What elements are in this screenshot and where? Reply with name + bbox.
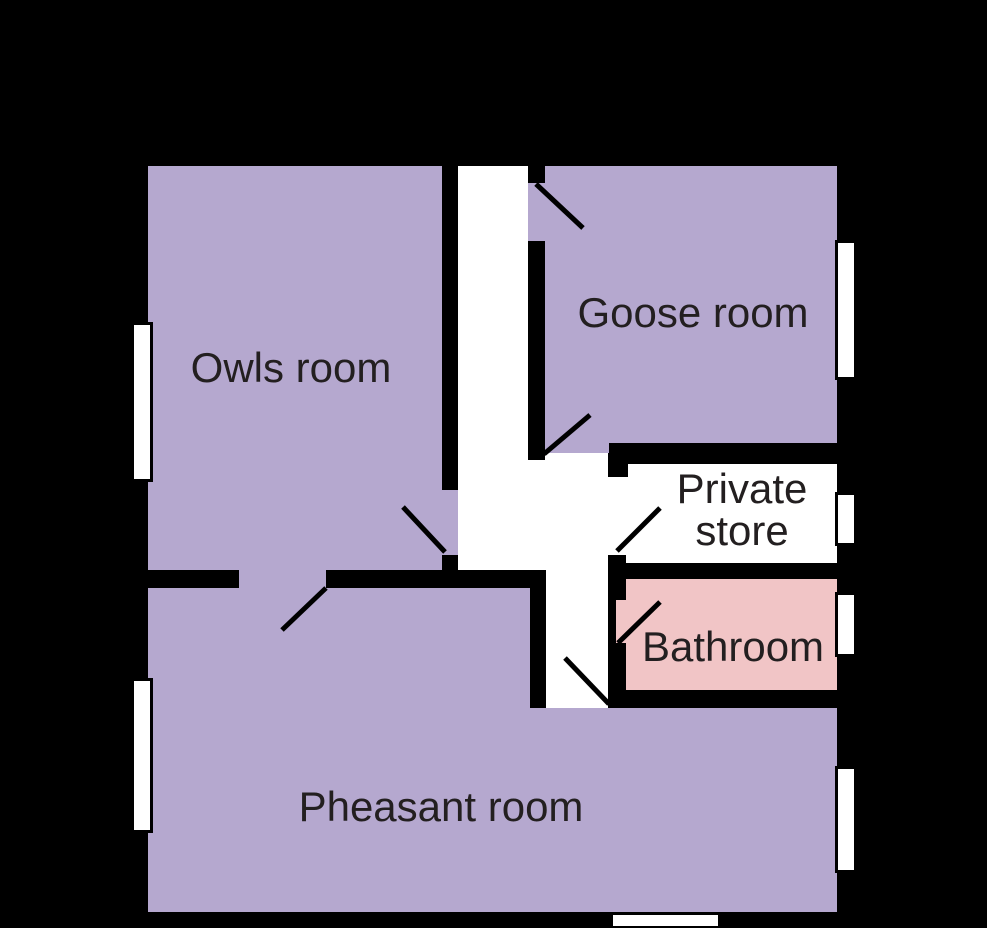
goose-room-label: Goose room xyxy=(577,289,809,336)
goose-room-doorway-patch xyxy=(528,183,545,241)
wall-store-west-stub-top xyxy=(608,464,626,477)
wall-owls-south-east xyxy=(326,570,546,588)
wall-goose-south xyxy=(609,443,837,462)
wall-goose-west-stub xyxy=(528,166,545,183)
pheasant-room-label: Pheasant room xyxy=(298,783,584,830)
bathroom-doorway-patch xyxy=(616,600,626,643)
wall-bathroom-south xyxy=(608,690,837,706)
window-left-lower xyxy=(131,678,153,833)
wall-hallway-west xyxy=(530,570,546,708)
owls-room-doorway-patch xyxy=(442,490,458,555)
window-right-goose xyxy=(835,240,857,380)
owls-room-floor xyxy=(148,166,442,570)
owls-pheasant-doorway-patch xyxy=(239,570,326,588)
window-right-store xyxy=(835,492,857,546)
bathroom-label: Bathroom xyxy=(641,623,825,670)
wall-store-south xyxy=(608,563,837,579)
window-left-upper xyxy=(131,322,153,482)
goose-room-floor xyxy=(545,166,837,443)
wall-owls-east xyxy=(442,166,458,490)
goose-room-south-strip xyxy=(545,443,610,453)
hallway-floor-top xyxy=(458,166,528,570)
owls-room-label: Owls room xyxy=(190,344,392,391)
wall-owls-south-west xyxy=(146,570,239,588)
bottom-wall-opening xyxy=(611,913,720,928)
private-store-label: Private store xyxy=(676,465,808,554)
pheasant-room-floor-main xyxy=(148,708,837,912)
window-right-bathroom xyxy=(835,592,857,657)
wall-goose-west xyxy=(528,241,545,460)
window-right-pheasant xyxy=(835,766,857,873)
wall-owls-east-stub xyxy=(442,555,458,570)
